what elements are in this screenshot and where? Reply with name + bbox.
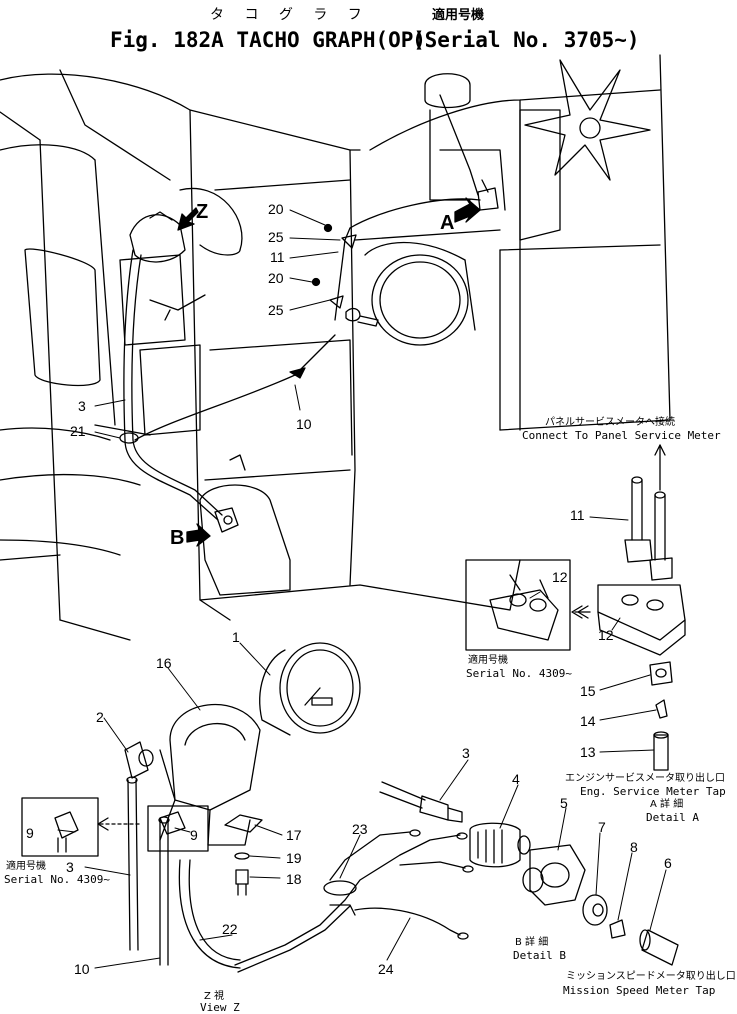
detail-a <box>466 445 685 770</box>
title-kana: タ コ グ ラ フ <box>210 7 370 23</box>
part-number-3: 3 <box>78 398 86 414</box>
part-number-20: 20 <box>268 201 284 217</box>
part-number-13: 13 <box>580 744 596 760</box>
part-number-25: 25 <box>268 302 284 318</box>
part-number-19: 19 <box>286 850 302 866</box>
part-number-6: 6 <box>664 855 672 871</box>
part-number-10: 10 <box>296 416 312 432</box>
leader-lines <box>58 210 666 968</box>
part-number-20: 20 <box>268 270 284 286</box>
detail-a-jp: A 詳 細 <box>650 799 684 810</box>
serial-note-2-jp: 適用号機 <box>6 861 46 872</box>
view-label-b: B <box>170 527 185 549</box>
part-number-17: 17 <box>286 827 302 843</box>
machine-body <box>0 55 670 640</box>
eng-tap-jp: エンジンサービスメータ取り出し口 <box>565 773 725 784</box>
mission-tap-en: Mission Speed Meter Tap <box>563 984 716 997</box>
view-arrows <box>178 198 480 546</box>
view-label-a: A <box>440 212 455 234</box>
serial-note-1-en: Serial No. 4309~ <box>466 667 572 680</box>
part-number-5: 5 <box>560 795 568 811</box>
part-number-12: 12 <box>598 627 614 643</box>
view-z-jp: Z 視 <box>204 991 225 1002</box>
view-label-z: Z <box>196 201 209 223</box>
part-number-3: 3 <box>66 859 74 875</box>
part-number-2: 2 <box>96 709 104 725</box>
part-number-16: 16 <box>156 655 172 671</box>
tacho-assembly <box>22 643 360 968</box>
cable-runs <box>120 95 498 532</box>
serial-note-2-en: Serial No. 4309~ <box>4 873 110 886</box>
detail-b-en: Detail B <box>513 949 566 962</box>
mission-tap-jp: ミッションスピードメータ取り出し口 <box>566 971 736 982</box>
detail-b-jp: B 詳 細 <box>515 937 549 948</box>
part-number-11: 11 <box>270 249 285 265</box>
detail-a-en: Detail A <box>646 811 699 824</box>
figure-title: Fig. 182A TACHO GRAPH(OP) <box>110 28 427 52</box>
wire-harness <box>235 830 473 972</box>
part-number-24: 24 <box>378 961 394 977</box>
serial-note-1-jp: 適用号機 <box>468 655 508 666</box>
title-serial-jp: 適用号機 <box>432 8 485 23</box>
title-serial: (Serial No. 3705~) <box>412 28 640 52</box>
part-number-21: 21 <box>70 423 86 439</box>
panel-note-jp: パネルサービスメータへ接続 <box>545 417 675 428</box>
part-number-15: 15 <box>580 683 596 699</box>
part-number-10: 10 <box>74 961 90 977</box>
part-number-3: 3 <box>462 745 470 761</box>
part-number-8: 8 <box>630 839 638 855</box>
part-number-12: 12 <box>552 569 568 585</box>
part-number-9: 9 <box>26 825 34 841</box>
part-number-18: 18 <box>286 871 302 887</box>
detail-b <box>380 782 678 965</box>
part-number-4: 4 <box>512 771 520 787</box>
part-number-22: 22 <box>222 921 238 937</box>
part-number-7: 7 <box>598 819 606 835</box>
part-number-23: 23 <box>352 821 368 837</box>
part-number-9: 9 <box>190 827 198 843</box>
part-number-11: 11 <box>570 507 585 523</box>
part-number-1: 1 <box>232 629 240 645</box>
part-number-25: 25 <box>268 229 284 245</box>
view-z-en: View Z <box>200 1001 240 1014</box>
part-number-14: 14 <box>580 713 596 729</box>
eng-tap-en: Eng. Service Meter Tap <box>580 785 726 798</box>
panel-note-en: Connect To Panel Service Meter <box>522 429 721 442</box>
